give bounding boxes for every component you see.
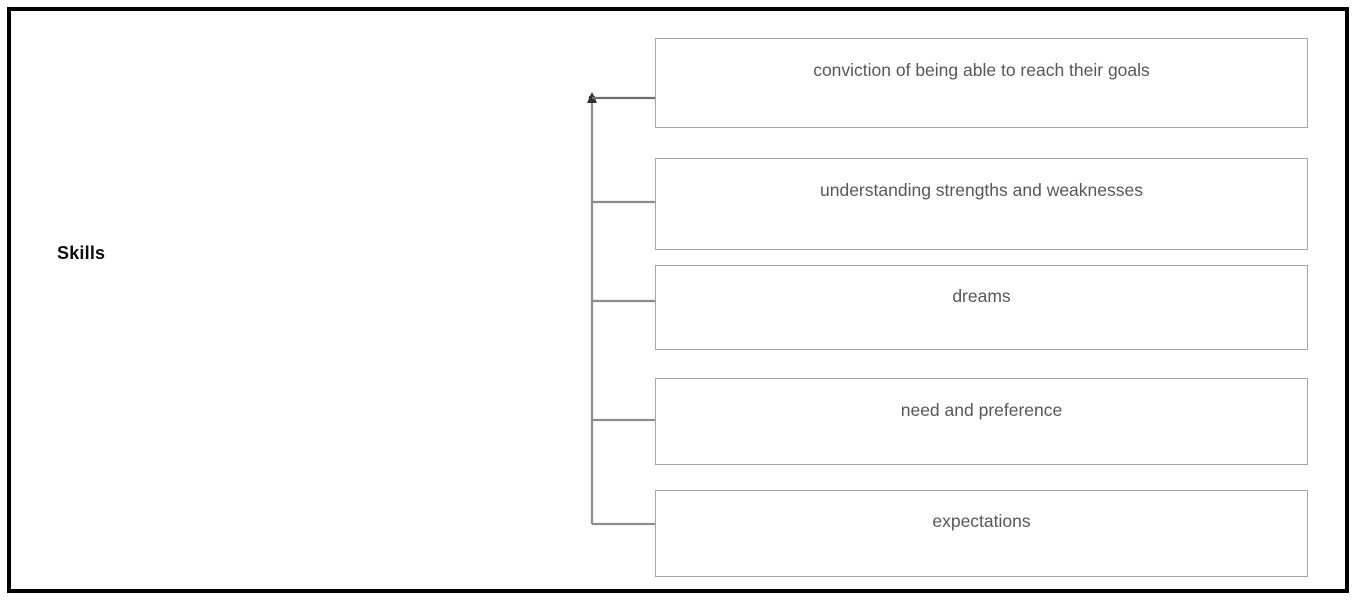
branch-box[interactable]: dreams (655, 265, 1308, 350)
branch-box[interactable]: understanding strengths and weaknesses (655, 158, 1308, 250)
branch-box-label: conviction of being able to reach their … (813, 60, 1150, 80)
branch-box[interactable]: expectations (655, 490, 1308, 577)
branch-box-label: understanding strengths and weaknesses (820, 180, 1143, 200)
branch-box-label: need and preference (900, 400, 1063, 420)
branch-box[interactable]: need and preference (655, 378, 1308, 465)
branch-box-label: expectations (932, 511, 1031, 531)
root-node-label: Skills (57, 243, 106, 263)
branch-box[interactable]: conviction of being able to reach their … (655, 38, 1308, 128)
branch-box-label: dreams (952, 286, 1011, 306)
